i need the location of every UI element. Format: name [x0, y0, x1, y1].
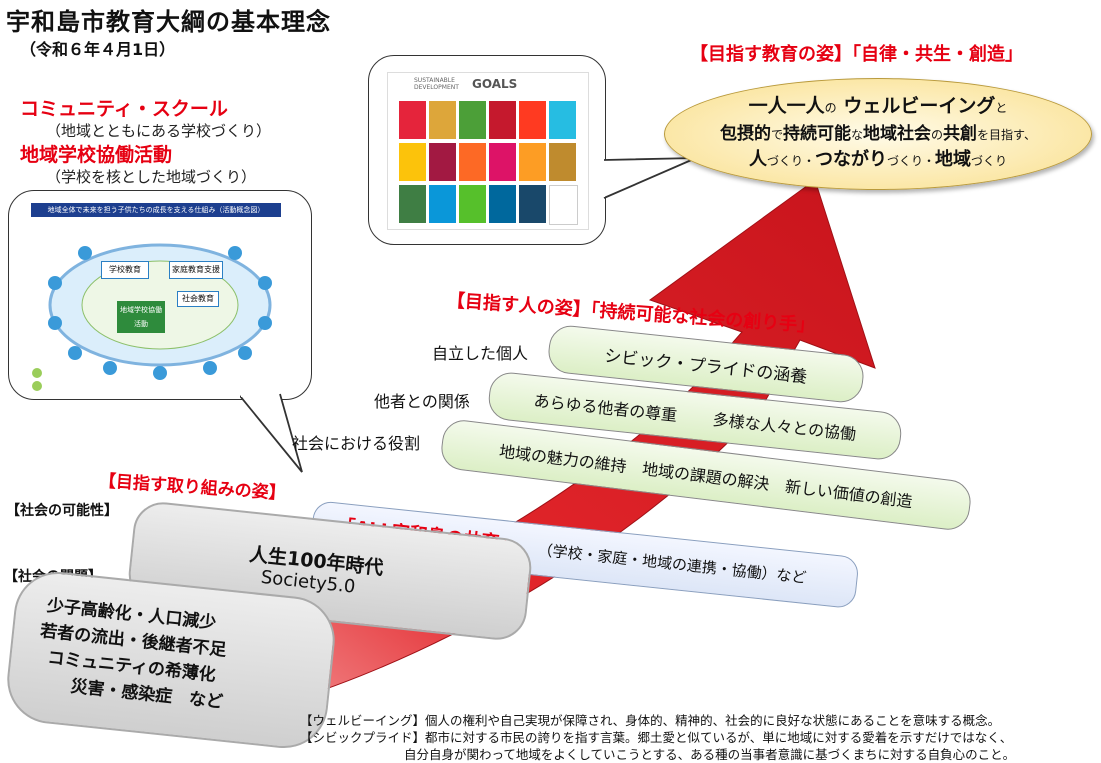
page-date: （令和６年４月1日）	[20, 40, 176, 59]
goal-wellbeing-each: 一人一人	[748, 95, 825, 117]
sdg-goal-icon	[399, 185, 426, 223]
social-education-box: 社会教育	[177, 291, 219, 307]
sdg-goal-icon	[459, 143, 486, 181]
concept-diagram-bubble: 地域全体で未来を担う子供たちの成長を支える仕組み（活動概念図） 学校教育 家庭教…	[8, 190, 312, 400]
note-civic-pride: 【シビックプライド】都市に対する市民の誇りを指す言葉。郷土愛と似ているが、単に地…	[300, 730, 1013, 745]
sdg-goal-icon	[399, 101, 426, 139]
goal-particle-4: な	[850, 128, 863, 142]
goal-wellbeing: ウェルビーイング	[843, 95, 996, 117]
sdg-goal-icon	[519, 101, 546, 139]
goal-particle-6: を目指す、	[977, 128, 1037, 142]
sdg-goal-icon	[429, 101, 456, 139]
community-school-sub: （地域とともにある学校づくり）	[46, 122, 272, 140]
goal-particle-8: づくり・	[886, 154, 935, 168]
sdg-goal-icon	[489, 185, 516, 223]
goal-person: 人	[748, 149, 767, 170]
goal-particle-5: の	[930, 128, 943, 142]
education-aim-label: 【目指す教育の姿】「自律・共生・創造」	[690, 44, 1023, 65]
sdg-goal-icon	[429, 185, 456, 223]
row3-text-a: 地域の魅力の維持	[498, 441, 628, 477]
row1-text: シビック・プライドの涵養	[603, 345, 809, 388]
note-wellbeing: 【ウェルビーイング】個人の権利や自己実現が保障され、身体的、精神的、社会的に良好…	[300, 713, 1001, 728]
sdg-goal-icon	[429, 143, 456, 181]
bubble-tail-left	[240, 390, 303, 473]
school-education-box: 学校教育	[101, 261, 149, 279]
sdg-goal-icon	[549, 101, 576, 139]
sdgs-bubble: SUSTAINABLE DEVELOPMENT GOALS	[368, 55, 606, 245]
note-civic-pride-cont: 自分自身が関わって地域をよくしていこうとする、ある種の当事者意識に基づくまちに対…	[404, 747, 1016, 762]
row3-label: 社会における役割	[292, 434, 421, 453]
sdg-goal-icon	[549, 185, 578, 225]
goal-cocreation: 共創	[943, 124, 977, 144]
school-collab-title: 地域学校協働活動	[20, 144, 173, 166]
sdg-goal-icon	[459, 185, 486, 223]
goal-ellipse: 一人一人の ウェルビーイングと 包摂的で持続可能な地域社会の共創を目指す、 人づ…	[664, 78, 1092, 190]
goal-particle-1: の	[824, 101, 837, 115]
community-school-title: コミュニティ・スクール	[20, 98, 228, 120]
sdgs-logo-text-2: DEVELOPMENT	[414, 84, 459, 91]
goal-line-2: 包摂的で持続可能な地域社会の共創を目指す、	[665, 119, 1091, 144]
sdgs-logo-text-1: SUSTAINABLE	[414, 77, 455, 84]
goal-community: 地域社会	[862, 124, 931, 144]
goal-particle-7: づくり・	[766, 154, 815, 168]
goal-inclusive: 包摂的	[719, 124, 771, 144]
concept-diagram-heading: 地域全体で未来を担う子供たちの成長を支える仕組み（活動概念図）	[31, 203, 281, 217]
sdg-goal-icon	[399, 143, 426, 181]
row1-label: 自立した個人	[432, 344, 529, 363]
sdg-goal-icon	[489, 143, 516, 181]
row2-text-a: あらゆる他者の尊重	[532, 391, 679, 426]
goal-line-3: 人づくり・つながりづくり・地域づくり	[665, 145, 1091, 171]
goal-line-1: 一人一人の ウェルビーイングと	[665, 91, 1091, 118]
goal-particle-3: で	[770, 128, 783, 142]
goal-connection: つながり	[814, 149, 887, 170]
sdgs-icon-grid	[398, 99, 580, 225]
sdg-goal-icon	[489, 101, 516, 139]
school-collab-sub: （学校を核とした地域づくり）	[46, 168, 257, 186]
page-title: 宇和島市教育大綱の基本理念	[6, 8, 331, 36]
goal-particle-9: づくり	[971, 154, 1008, 168]
sdg-goal-icon	[519, 143, 546, 181]
sdg-goal-icon	[519, 185, 546, 223]
collab-activity-box: 地域学校協働活動	[117, 301, 165, 333]
possibility-label: 【社会の可能性】	[6, 503, 118, 519]
sdgs-poster: SUSTAINABLE DEVELOPMENT GOALS	[387, 72, 589, 230]
row3-text-b: 地域の課題の解決	[641, 459, 771, 494]
row2-label: 他者との関係	[374, 392, 470, 411]
goal-region: 地域	[935, 149, 971, 170]
goal-sustainable: 持続可能	[782, 124, 851, 144]
sdgs-logo-goals: GOALS	[472, 77, 518, 91]
sdg-goal-icon	[459, 101, 486, 139]
goal-particle-2: と	[995, 101, 1008, 115]
family-support-box: 家庭教育支援	[169, 261, 223, 279]
row2-text-b: 多様な人々との協働	[711, 409, 857, 444]
row3-text-c: 新しい価値の創造	[784, 476, 914, 512]
sdg-goal-icon	[549, 143, 576, 181]
